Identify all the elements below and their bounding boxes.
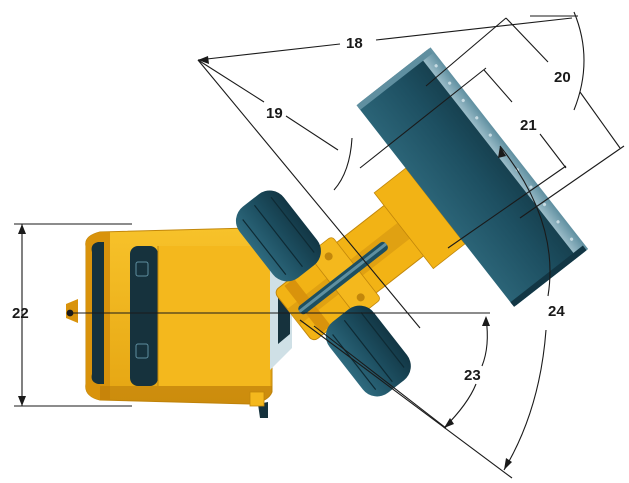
cab-body xyxy=(158,246,270,386)
dimension-label-18: 18 xyxy=(346,35,363,52)
cab-roof xyxy=(130,246,158,386)
rear-frame xyxy=(66,210,292,418)
dimension-lines xyxy=(14,11,625,479)
dimension-label-21: 21 xyxy=(520,117,537,134)
dimension-label-24: 24 xyxy=(548,303,565,320)
dimension-label-20: 20 xyxy=(554,69,571,86)
bucket xyxy=(357,49,586,306)
dimension-label-23: 23 xyxy=(464,367,481,384)
dimension-label-19: 19 xyxy=(266,105,283,122)
dimension-label-22: 22 xyxy=(12,305,29,322)
front-frame xyxy=(235,47,589,397)
dimension-label-group: 18 19 20 21 22 23 24 xyxy=(12,35,571,384)
